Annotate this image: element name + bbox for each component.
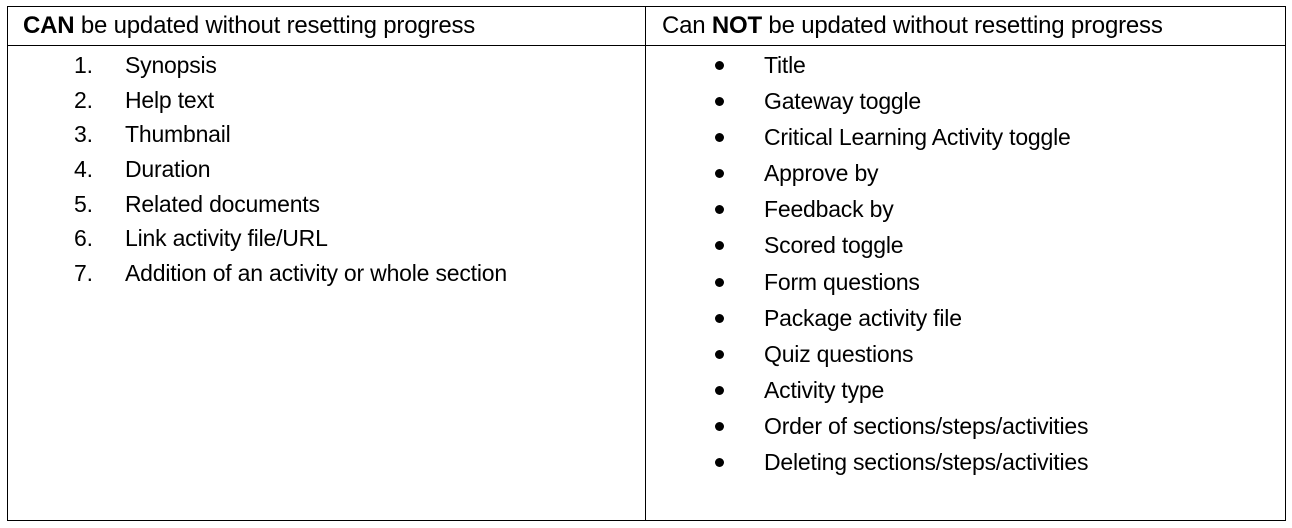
list-item: Activity type	[646, 375, 1285, 411]
list-item-label: Scored toggle	[764, 232, 904, 259]
list-item-label: Package activity file	[764, 304, 962, 331]
list-item-label: Activity type	[764, 376, 885, 403]
list-item: 6. Link activity file/URL	[8, 223, 645, 258]
list-item-label: Synopsis	[125, 52, 217, 78]
bullet-icon	[715, 97, 724, 107]
bullet-icon	[715, 421, 724, 431]
list-item: Scored toggle	[646, 230, 1285, 266]
list-item-label: Addition of an activity or whole section	[125, 260, 507, 287]
bullet-icon	[715, 385, 724, 395]
list-item: Critical Learning Activity toggle	[646, 122, 1285, 158]
header-rest: be updated without resetting progress	[761, 12, 1163, 39]
bullet-icon	[715, 169, 724, 179]
list-item-label: Order of sections/steps/activities	[764, 412, 1089, 439]
header-prefix: Can	[662, 12, 712, 39]
list-item: Feedback by	[646, 194, 1285, 230]
header-row: CAN be updated without resetting progres…	[7, 6, 1286, 46]
list-item-label: Thumbnail	[125, 121, 231, 148]
list-number: 5.	[74, 190, 93, 217]
list-item: 2. Help text	[8, 85, 645, 120]
bullet-icon	[715, 277, 724, 287]
list-item: 3. Thumbnail	[8, 119, 645, 154]
list-item-label: Duration	[125, 156, 211, 183]
list-number: 6.	[74, 225, 93, 252]
header-emphasis: CAN	[23, 12, 75, 39]
list-item-label: Link activity file/URL	[125, 225, 328, 252]
list-item: Package activity file	[646, 303, 1285, 339]
list-item: Gateway toggle	[646, 86, 1285, 122]
list-item: Deleting sections/steps/activities	[646, 447, 1285, 483]
header-can-update: CAN be updated without resetting progres…	[7, 6, 646, 46]
list-item: Form questions	[646, 267, 1285, 303]
list-number: 2.	[74, 86, 93, 113]
list-item-label: Feedback by	[764, 196, 894, 223]
list-item: 7. Addition of an activity or whole secti…	[8, 258, 645, 293]
list-item-label: Related documents	[125, 190, 320, 217]
list-item: 5. Related documents	[8, 189, 645, 224]
list-number: 3.	[74, 121, 93, 148]
list-item-label: Critical Learning Activity toggle	[764, 124, 1071, 151]
header-cannot-update: Can NOT be updated without resetting pro…	[645, 6, 1286, 46]
list-item: Title	[646, 50, 1285, 86]
list-item-label: Form questions	[764, 268, 920, 295]
can-update-list: 1. Synopsis 2. Help text 3. Thumbnail 4. Durati…	[8, 46, 645, 293]
list-item-label: Approve by	[764, 160, 879, 187]
list-item: Quiz questions	[646, 339, 1285, 375]
can-update-cell: 1. Synopsis 2. Help text 3. Thumbnail 4. Durati…	[7, 45, 646, 521]
list-item-label: Help text	[125, 86, 214, 113]
list-number: 1.	[74, 52, 93, 78]
list-number: 4.	[74, 156, 93, 183]
bullet-icon	[715, 458, 724, 468]
list-item: Order of sections/steps/activities	[646, 411, 1285, 447]
body-row: 1. Synopsis 2. Help text 3. Thumbnail 4. Durati…	[7, 45, 1286, 521]
list-item-label: Title	[764, 52, 806, 78]
list-item-label: Deleting sections/steps/activities	[764, 449, 1089, 476]
list-item: 1. Synopsis	[8, 50, 645, 85]
list-item-label: Quiz questions	[764, 340, 914, 367]
bullet-icon	[715, 61, 724, 70]
header-rest: be updated without resetting progress	[74, 12, 476, 39]
list-item: Approve by	[646, 158, 1285, 194]
list-item-label: Gateway toggle	[764, 88, 922, 115]
bullet-icon	[715, 241, 724, 251]
list-item: 4. Duration	[8, 154, 645, 189]
header-emphasis: NOT	[711, 12, 762, 39]
bullet-icon	[715, 349, 724, 359]
bullet-icon	[715, 133, 724, 143]
update-rules-table: CAN be updated without resetting progres…	[7, 6, 1286, 521]
bullet-icon	[715, 205, 724, 215]
list-number: 7.	[74, 260, 93, 287]
bullet-icon	[715, 313, 724, 323]
